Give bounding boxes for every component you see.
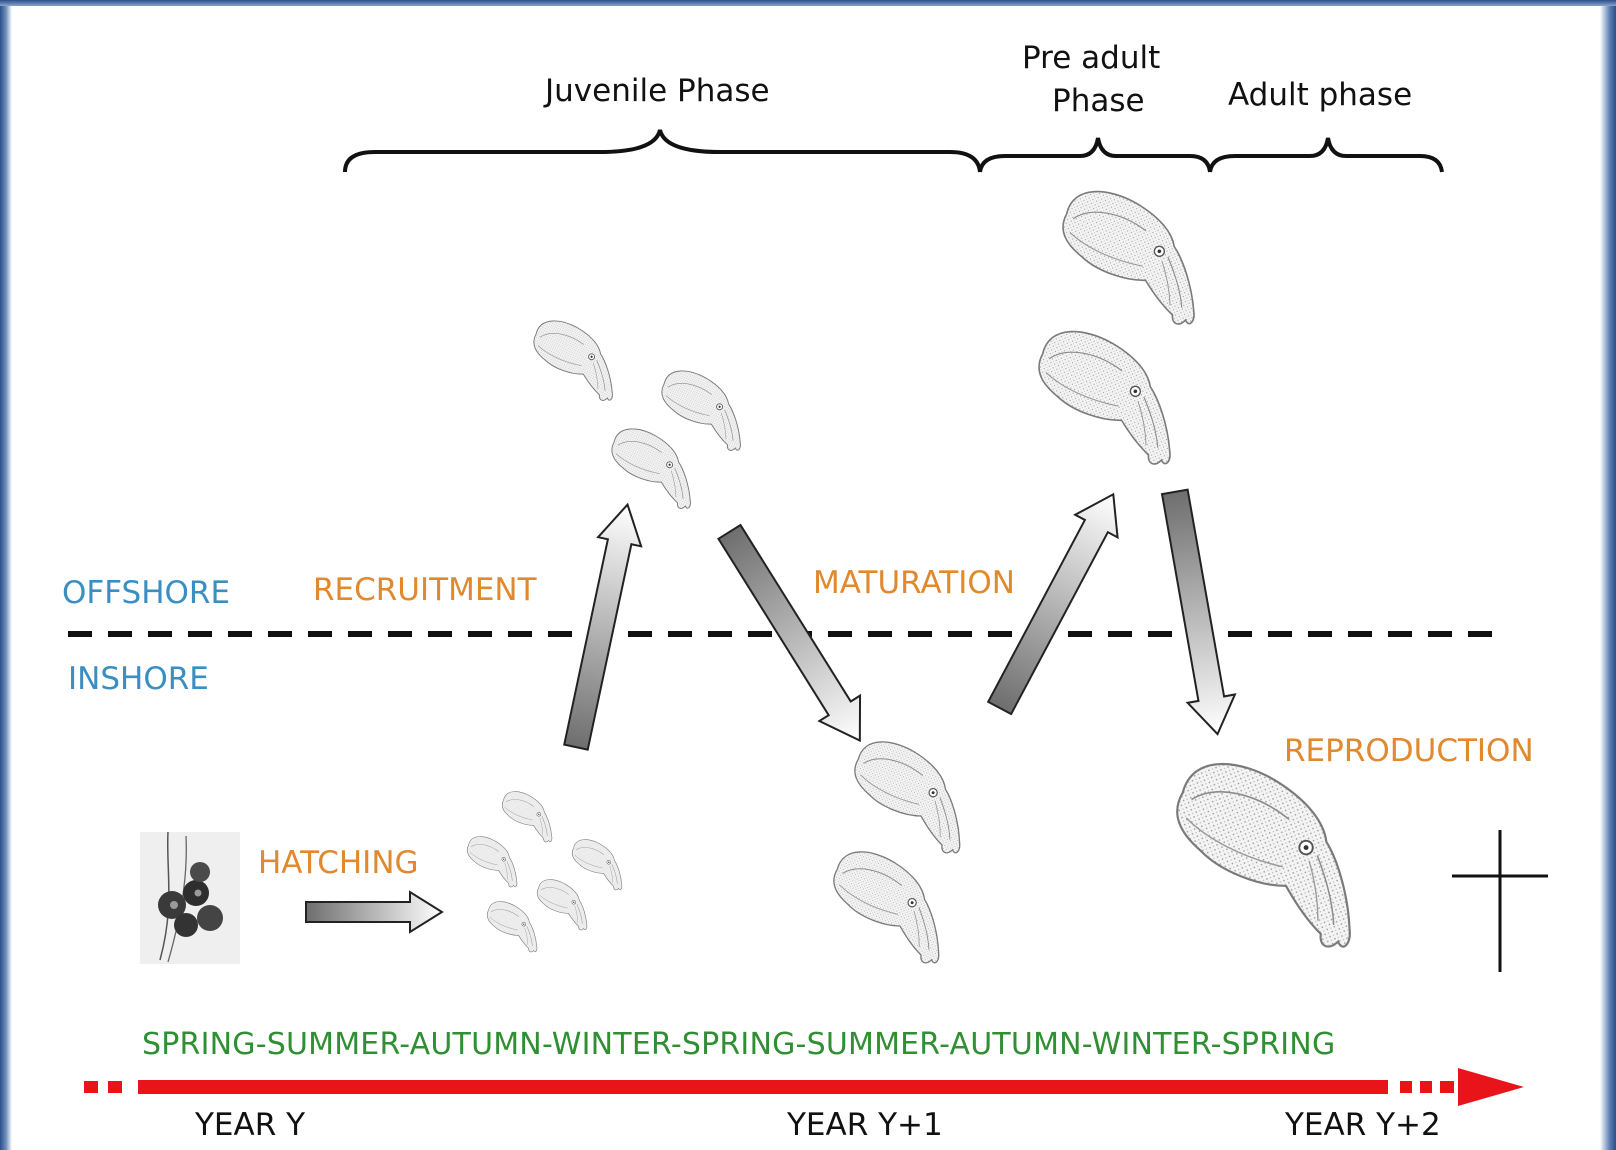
recruitment-label: RECRUITMENT [313, 575, 537, 606]
year-label-y-plus-1: YEAR Y+1 [787, 1110, 943, 1141]
offshore-label: OFFSHORE [62, 578, 230, 609]
reproduction-migration-arrow [1151, 488, 1241, 739]
maturation-arrow [978, 483, 1134, 719]
inshore-migration-arrow [709, 519, 880, 753]
preadult-cuttlefish-icon [1019, 180, 1226, 469]
pre-adult-phase-label-line1: Pre adult [1022, 43, 1160, 74]
year-label-y: YEAR Y [195, 1110, 305, 1141]
hatchling-cuttlefish-icon [460, 787, 634, 954]
death-cross-icon [1452, 830, 1548, 972]
season-sequence: SPRING-SUMMER-AUTUMN-WINTER-SPRING-SUMME… [142, 1030, 1335, 1060]
adult-phase-brace [1210, 138, 1442, 172]
year-label-y-plus-2: YEAR Y+2 [1285, 1110, 1441, 1141]
juvenile-cuttlefish-icon [522, 314, 760, 512]
hatching-arrow [306, 892, 442, 932]
adult-phase-label: Adult phase [1228, 80, 1412, 111]
juvenile-phase-label: Juvenile Phase [545, 76, 770, 107]
recruitment-arrow [554, 500, 649, 752]
maturation-label: MATURATION [813, 568, 1015, 599]
adult-cuttlefish-icon [1149, 747, 1397, 954]
hatching-label: HATCHING [258, 848, 419, 879]
inshore-label: INSHORE [68, 664, 209, 695]
pre-adult-phase-brace [980, 138, 1210, 172]
reproduction-label: REPRODUCTION [1284, 736, 1534, 767]
timeline-arrow [84, 1068, 1524, 1106]
juvenile-phase-brace [345, 130, 980, 172]
pre-adult-phase-label-line2: Phase [1052, 86, 1145, 117]
subadult-cuttlefish-icon [817, 732, 989, 968]
egg-cluster-icon [140, 832, 240, 964]
